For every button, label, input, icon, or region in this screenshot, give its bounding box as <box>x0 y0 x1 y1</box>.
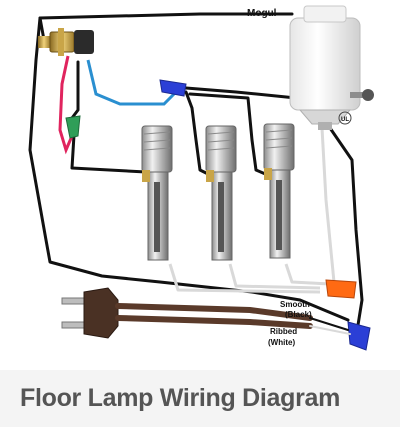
wiring-diagram: UL Mogul <box>28 5 374 351</box>
plug-icon <box>61 287 119 339</box>
lamp-cord <box>115 303 351 335</box>
candelabra-socket-icon <box>263 123 295 259</box>
rotary-switch-icon <box>38 28 94 56</box>
candelabra-socket-icon <box>205 125 237 261</box>
wire-nut-icon <box>325 279 357 299</box>
diagram-caption: Floor Lamp Wiring Diagram <box>20 384 341 412</box>
mogul-label: Mogul <box>247 8 277 19</box>
ul-mark-icon: UL <box>338 111 352 125</box>
caption-band <box>0 370 400 427</box>
smooth-color-label: (Black) <box>285 310 312 319</box>
mogul-socket-icon <box>289 5 374 130</box>
svg-text:UL: UL <box>341 117 349 123</box>
red-wire <box>58 55 74 155</box>
blue-wire <box>86 59 178 106</box>
wire-nut-icon <box>159 79 187 97</box>
ribbed-color-label: (White) <box>268 338 295 347</box>
wire-nut-icon <box>347 321 371 351</box>
ribbed-label: Ribbed <box>270 327 297 336</box>
candelabra-socket-icon <box>141 125 173 261</box>
black-wires <box>28 12 364 327</box>
wire-nut-icon <box>65 115 81 139</box>
smooth-label: Smooth <box>280 300 310 309</box>
white-wires <box>168 127 336 294</box>
